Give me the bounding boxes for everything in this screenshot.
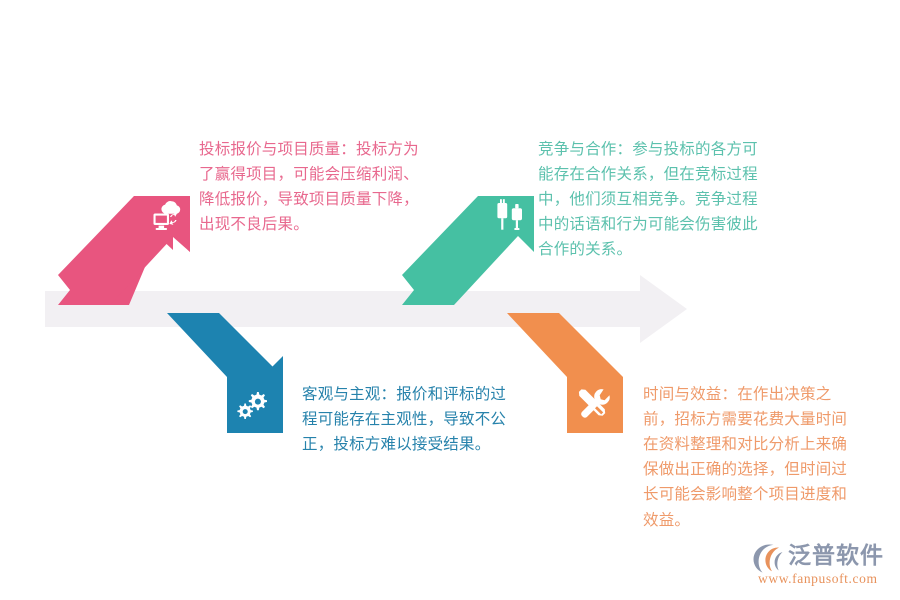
- main-spine-arrow: [45, 275, 687, 343]
- brand-logo: 泛普软件 www.fanpusoft.com: [752, 540, 892, 592]
- branch-arrow-3: [167, 313, 283, 433]
- branch-label-3: 客观与主观：报价和评标的过程可能存在主观性，导致不公正，投标方难以接受结果。: [302, 386, 507, 454]
- branch-label-1: 投标报价与项目质量：投标方为了赢得项目，可能会压缩利润、降低报价，导致项目质量下…: [199, 141, 419, 234]
- logo-mark-icon: [753, 544, 783, 573]
- logo-website-url: www.fanpusoft.com: [758, 571, 878, 586]
- wrench-screwdriver-icon: [578, 389, 610, 418]
- logo-company-name: 泛普软件: [788, 542, 884, 568]
- branch-label-2: 竞争与合作：参与投标的各方可能存在合作关系，但在竞标过程中，他们须互相竞争。竞争…: [538, 141, 758, 259]
- branch-label-4: 时间与效益：在作出决策之前，招标方需要花费大量时间在资料整理和对比分析上来确保做…: [643, 386, 848, 529]
- cloud-monitor-icon: [153, 201, 181, 230]
- gears-icon: [237, 392, 267, 419]
- usb-plug-icon: [497, 199, 522, 230]
- branch-arrow-4: [507, 313, 623, 433]
- branch-arrow-2: [402, 196, 534, 305]
